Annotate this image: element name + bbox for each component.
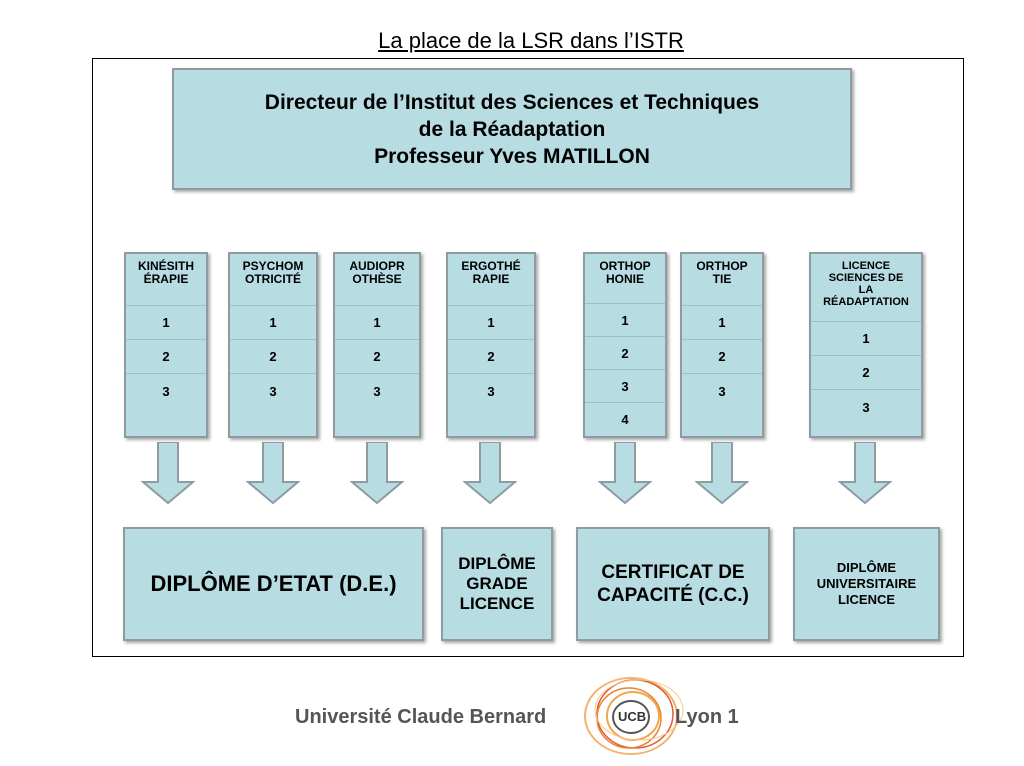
down-arrow-icon <box>141 442 195 504</box>
down-arrow-icon <box>246 442 300 504</box>
year-1: 1 <box>448 306 534 340</box>
program-label-line: RAPIE <box>472 272 510 286</box>
down-arrow-icon <box>695 442 749 504</box>
year-1: 1 <box>811 322 921 356</box>
outcome-line: CERTIFICAT DE <box>601 562 745 583</box>
down-arrow-icon <box>598 442 652 504</box>
program-label-line: OTRICITÉ <box>245 272 301 286</box>
program-label-line: KINÉSITH <box>137 259 194 273</box>
program-label-line: TIE <box>712 272 732 286</box>
outcome-certificat-capacite: CERTIFICAT DE CAPACITÉ (C.C.) <box>576 527 770 641</box>
outcome-diplome-etat: DIPLÔME D’ETAT (D.E.) <box>123 527 424 641</box>
year-3: 3 <box>373 383 381 399</box>
director-line-2: de la Réadaptation <box>418 117 606 141</box>
year-2: 2 <box>811 356 921 390</box>
program-licence-sciences-readaptation: LICENCE SCIENCES DE LA RÉADAPTATION 1 2 … <box>809 252 923 438</box>
program-label-line: LA <box>858 284 874 296</box>
year-2: 2 <box>335 340 419 374</box>
outcome-line: CAPACITÉ (C.C.) <box>597 585 749 606</box>
down-arrow-icon <box>463 442 517 504</box>
ucb-rings-icon <box>584 677 684 755</box>
logo-center-text: UCB <box>618 709 647 724</box>
outcome-diplome-grade-licence: DIPLÔME GRADE LICENCE <box>441 527 553 641</box>
outcome-line: GRADE <box>466 574 528 593</box>
year-3: 3 <box>487 383 495 399</box>
year-2: 2 <box>126 340 206 374</box>
program-label-line: SCIENCES DE <box>828 272 904 284</box>
program-label-line: OTHÈSE <box>352 272 402 286</box>
program-label-line: ÉRAPIE <box>143 272 189 286</box>
year-2: 2 <box>585 337 665 371</box>
program-label-line: RÉADAPTATION <box>823 296 909 308</box>
program-label-line: PSYCHOM <box>242 259 304 273</box>
director-line-3: Professeur Yves MATILLON <box>374 144 650 168</box>
year-2: 2 <box>682 340 762 374</box>
diagram-frame <box>92 58 964 657</box>
program-label-line: ERGOTHÉ <box>461 259 521 273</box>
year-1: 1 <box>682 306 762 340</box>
outcome-diplome-etat-label: DIPLÔME D’ETAT (D.E.) <box>150 571 397 596</box>
year-2: 2 <box>448 340 534 374</box>
year-3: 3 <box>269 383 277 399</box>
year-1: 1 <box>585 304 665 338</box>
year-1: 1 <box>126 306 206 340</box>
logo-left-text: Université Claude Bernard <box>295 706 547 728</box>
year-3: 3 <box>162 383 170 399</box>
program-label-line: AUDIOPR <box>349 259 405 273</box>
down-arrow-icon <box>838 442 892 504</box>
logo-right-text: Lyon 1 <box>675 706 739 728</box>
outcome-line: DIPLÔME <box>458 554 536 573</box>
program-label-line: LICENCE <box>841 260 891 272</box>
program-label-line: HONIE <box>605 272 644 286</box>
slide-title: La place de la LSR dans l’ISTR <box>378 28 684 53</box>
university-logo: Université Claude Bernard UCB Lyon 1 <box>295 668 755 758</box>
program-label-line: ORTHOP <box>696 259 748 273</box>
year-1: 1 <box>230 306 316 340</box>
year-3: 3 <box>585 370 665 404</box>
down-arrow-icon <box>350 442 404 504</box>
year-1: 1 <box>335 306 419 340</box>
year-2: 2 <box>230 340 316 374</box>
outcome-line: UNIVERSITAIRE <box>816 576 917 591</box>
program-label-line: ORTHOP <box>599 259 651 273</box>
program-label: LICENCE SCIENCES DE LA RÉADAPTATION <box>811 254 921 322</box>
director-line-1: Directeur de l’Institut des Sciences et … <box>264 90 760 114</box>
outcome-line: LICENCE <box>459 594 535 613</box>
outcome-line: DIPLÔME <box>836 560 897 575</box>
year-4: 4 <box>621 412 629 428</box>
outcome-diplome-universitaire: DIPLÔME UNIVERSITAIRE LICENCE <box>793 527 940 641</box>
outcome-line: LICENCE <box>837 592 896 607</box>
year-3: 3 <box>862 399 870 415</box>
year-3: 3 <box>718 383 726 399</box>
director-box: Directeur de l’Institut des Sciences et … <box>172 68 852 190</box>
